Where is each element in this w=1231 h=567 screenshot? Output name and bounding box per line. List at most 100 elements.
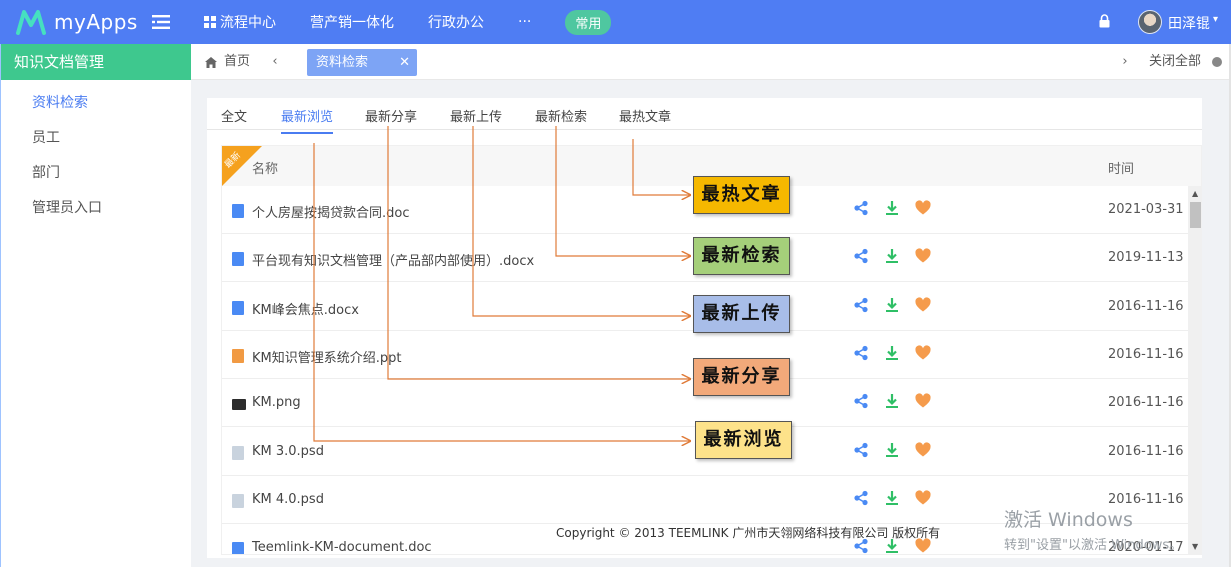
nav-label: 行政办公 [428, 15, 484, 31]
nav-label: 流程中心 [220, 15, 276, 31]
download-icon[interactable] [884, 345, 900, 361]
tab-fulltext[interactable]: 全文 [221, 110, 248, 125]
more-icon: ··· [518, 14, 532, 30]
close-icon[interactable]: ✕ [399, 55, 410, 70]
tab-hot-articles[interactable]: 最热文章 [619, 110, 672, 125]
new-ribbon-badge: 最新 [222, 146, 262, 186]
table-row[interactable]: KM 4.0.psd 2016-11-16 [222, 476, 1188, 524]
windows-activation-watermark: 激活 Windows 转到"设置"以激活 Windows。 [1004, 505, 1182, 553]
file-name[interactable]: Teemlink-KM-document.doc [252, 540, 432, 555]
nav-common-pill[interactable]: 常用 [565, 9, 612, 35]
nav-admin-office[interactable]: 行政办公 [428, 12, 484, 32]
heart-icon[interactable] [915, 345, 931, 361]
sidebar-item-admin-entry[interactable]: 管理员入口 [32, 200, 102, 216]
file-date: 2016-11-16 [1108, 443, 1184, 459]
heart-icon[interactable] [915, 490, 931, 506]
chevron-left-icon[interactable]: ‹ [272, 54, 278, 69]
avatar[interactable] [1138, 10, 1162, 34]
page-tabbar: 首页 ‹ 资料检索 ✕ › 关闭全部 [191, 44, 1231, 80]
tab-home-label: 首页 [224, 54, 251, 69]
tab-home[interactable]: 首页 [205, 44, 250, 80]
lock-icon[interactable] [1099, 14, 1110, 28]
scroll-down-arrow-icon[interactable]: ▼ [1192, 542, 1199, 551]
heart-icon[interactable] [915, 441, 931, 458]
table-row[interactable]: KM 3.0.psd 2016-11-16 [222, 428, 1188, 476]
file-name[interactable]: 平台现有知识文档管理（产品部内部使用）.docx [252, 254, 535, 270]
nav-more[interactable]: ··· [518, 14, 531, 30]
menu-toggle-icon[interactable] [152, 14, 170, 30]
file-date: 2020-01-17 [1108, 540, 1184, 555]
copyright-footer: Copyright © 2013 TEEMLINK 广州市天翎网络科技有限公司 … [556, 526, 941, 540]
app-logo[interactable]: myApps [16, 9, 138, 35]
file-date: 2016-11-16 [1108, 491, 1184, 507]
file-date: 2016-11-16 [1108, 346, 1184, 362]
doc-file-icon [232, 204, 244, 218]
badge-text: 最新 [223, 150, 243, 171]
share-icon[interactable] [853, 345, 869, 361]
download-icon[interactable] [884, 200, 900, 216]
download-icon[interactable] [884, 297, 900, 313]
sidebar-title: 知识文档管理 [0, 44, 191, 80]
share-icon[interactable] [853, 442, 869, 458]
window-border [0, 44, 1, 567]
file-name[interactable]: KM峰会焦点.docx [252, 302, 359, 318]
tab-recent-shared[interactable]: 最新分享 [365, 110, 418, 125]
heart-icon[interactable] [915, 248, 931, 264]
download-icon[interactable] [884, 248, 900, 264]
app-name: myApps [54, 10, 138, 34]
content-tabs: 全文 最新浏览 最新分享 最新上传 最新检索 最热文章 [207, 98, 1202, 134]
scroll-thumb[interactable] [1190, 202, 1201, 228]
close-all-button[interactable]: 关闭全部 [1149, 54, 1202, 69]
watermark-line1: 激活 Windows [1004, 509, 1133, 531]
grid-icon [204, 16, 216, 28]
table-row[interactable]: Teemlink-KM-document.doc 2020-01-17 [222, 524, 1188, 555]
file-date: 2019-11-13 [1108, 250, 1184, 266]
heart-icon[interactable] [915, 393, 931, 409]
tab-recent-uploaded[interactable]: 最新上传 [450, 110, 503, 125]
username[interactable]: 田泽锟 [1168, 16, 1210, 32]
file-name[interactable]: KM 3.0.psd [252, 443, 324, 459]
vertical-scrollbar[interactable]: ▲ ▼ [1188, 186, 1201, 554]
psd-file-icon [232, 445, 244, 460]
file-name[interactable]: KM.png [252, 395, 301, 411]
share-icon[interactable] [853, 248, 869, 264]
nav-process-center[interactable]: 流程中心 [204, 12, 276, 32]
watermark-line2: 转到"设置"以激活 Windows。 [1004, 538, 1183, 553]
share-icon[interactable] [853, 393, 869, 409]
callout-hot-articles: 最热文章 [693, 176, 790, 214]
share-icon[interactable] [853, 490, 869, 506]
chevron-down-icon[interactable]: ▾ [1213, 14, 1219, 25]
chevron-right-icon[interactable]: › [1122, 54, 1128, 69]
callout-recent-shared: 最新分享 [693, 358, 790, 396]
ppt-file-icon [232, 348, 244, 363]
scroll-up-arrow-icon[interactable]: ▲ [1192, 189, 1199, 198]
doc-file-icon [232, 252, 244, 267]
tab-recent-viewed[interactable]: 最新浏览 [281, 106, 334, 134]
top-navbar: myApps 流程中心 营产销一体化 行政办公 ··· 常用 田 [0, 0, 1231, 44]
download-icon[interactable] [884, 393, 900, 409]
download-icon[interactable] [884, 538, 900, 554]
sidebar-item-department[interactable]: 部门 [32, 165, 60, 181]
column-header-time: 时间 [1108, 162, 1135, 177]
tab-doc-search[interactable]: 资料检索 ✕ [307, 49, 417, 76]
download-icon[interactable] [884, 490, 900, 506]
close-all-circle-icon[interactable] [1212, 57, 1222, 67]
file-date: 2021-03-31 [1108, 202, 1184, 217]
file-name[interactable]: 个人房屋按揭贷款合同.doc [252, 206, 410, 221]
heart-icon[interactable] [915, 538, 931, 554]
sidebar-item-staff[interactable]: 员工 [32, 130, 60, 146]
tab-recent-searched[interactable]: 最新检索 [535, 110, 588, 125]
share-icon[interactable] [853, 297, 869, 313]
file-name[interactable]: KM知识管理系统介绍.ppt [252, 350, 402, 366]
file-date: 2016-11-16 [1108, 298, 1184, 314]
file-name[interactable]: KM 4.0.psd [252, 491, 324, 507]
share-icon[interactable] [853, 200, 869, 216]
sidebar-item-doc-search[interactable]: 资料检索 [32, 95, 88, 111]
callout-recent-uploaded: 最新上传 [693, 295, 790, 333]
share-icon[interactable] [853, 538, 869, 554]
heart-icon[interactable] [915, 296, 931, 313]
img-file-icon [232, 399, 246, 411]
heart-icon[interactable] [915, 200, 931, 216]
download-icon[interactable] [884, 442, 900, 458]
nav-production-sales[interactable]: 营产销一体化 [310, 12, 394, 32]
